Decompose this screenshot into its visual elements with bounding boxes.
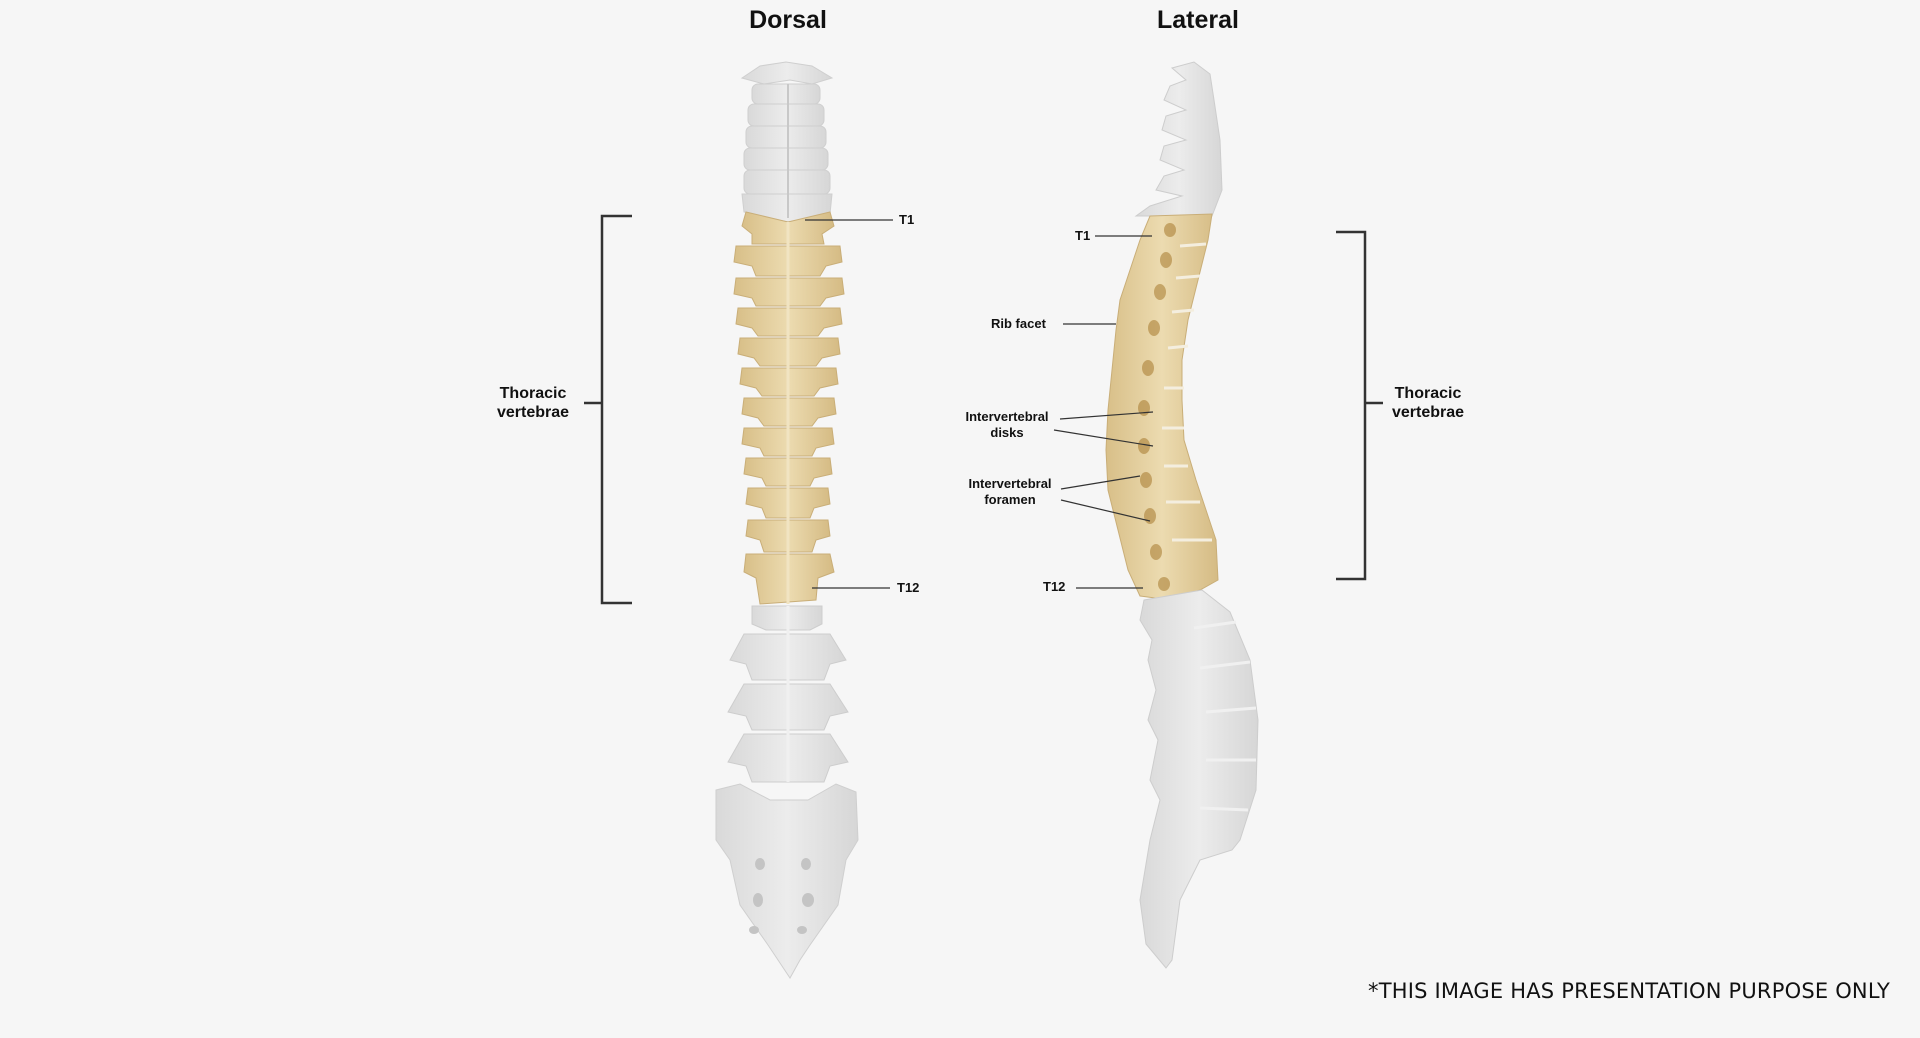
lateral-bracket: [1336, 230, 1383, 581]
dorsal-t12-label: T12: [897, 580, 920, 595]
lateral-view-title: Lateral: [1157, 6, 1239, 34]
lateral-cervical: [1134, 61, 1223, 217]
dorsal-sacrum: [715, 783, 859, 979]
intervertebral-disks-label: Intervertebral disks: [965, 409, 1048, 441]
lateral-lumbar: [1139, 589, 1259, 969]
dorsal-thoracic-vertebrae-label: Thoracic vertebrae: [497, 384, 569, 422]
lateral-t12-label: T12: [1043, 579, 1066, 594]
dorsal-lumbar: [727, 605, 849, 783]
label-line1: Intervertebral: [965, 409, 1049, 424]
lateral-t1-label: T1: [1075, 228, 1091, 243]
lateral-thoracic: [1105, 213, 1219, 601]
group-label-line1: Thoracic: [1394, 385, 1462, 402]
presentation-disclaimer: *THIS IMAGE HAS PRESENTATION PURPOSE ONL…: [1368, 979, 1890, 1003]
group-label-line2: vertebrae: [1391, 404, 1465, 421]
dorsal-thoracic: [733, 211, 845, 605]
label-line1: Intervertebral: [968, 476, 1052, 491]
dorsal-spine: [715, 61, 859, 979]
lateral-thoracic-vertebrae-label: Thoracic vertebrae: [1392, 384, 1464, 422]
label-line2: foramen: [984, 492, 1036, 507]
dorsal-bracket: [584, 214, 632, 605]
dorsal-cervical: [740, 61, 834, 223]
dorsal-view-title: Dorsal: [749, 6, 827, 34]
label-line2: disks: [990, 425, 1024, 440]
dorsal-t1-label: T1: [899, 212, 915, 227]
intervertebral-foramen-label: Intervertebral foramen: [968, 476, 1051, 508]
rib-facet-label: Rib facet: [991, 316, 1046, 331]
leader-lines: [805, 219, 1154, 589]
lateral-spine: [1105, 61, 1259, 969]
group-label-line1: Thoracic: [499, 385, 567, 402]
group-label-line2: vertebrae: [496, 404, 570, 421]
